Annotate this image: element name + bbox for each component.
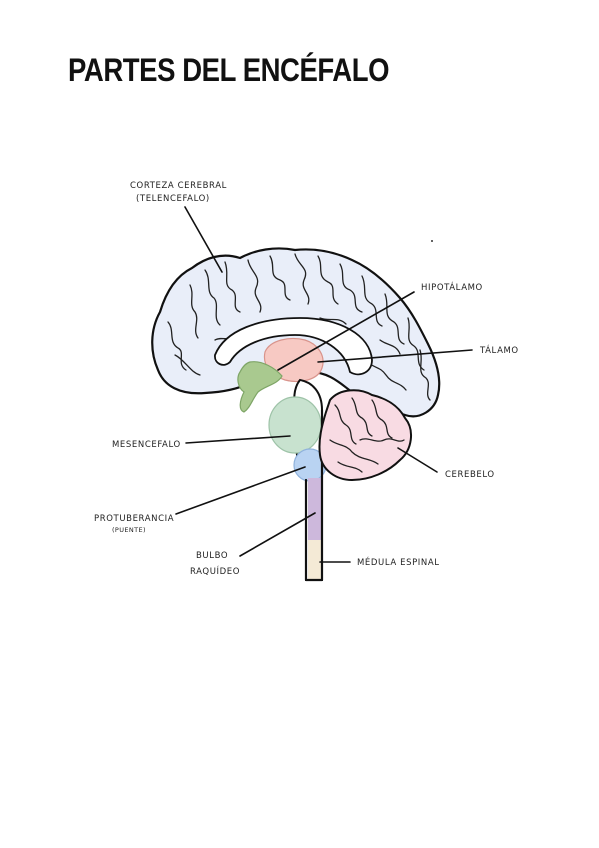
page-title: PARTES DEL ENCÉFALO: [68, 52, 390, 88]
label-talamo: TÁLAMO: [479, 344, 519, 356]
midbrain: [268, 396, 322, 454]
label-bulbo-line2: RAQUÍDEO: [190, 565, 240, 577]
label-protuberancia-line1: PROTUBERANCIA: [94, 514, 174, 524]
thalamus-olfactory: [237, 361, 283, 413]
protuberancia-leader: [175, 466, 306, 515]
mesencefalo-leader: [185, 435, 291, 444]
label-hipotalamo: HIPOTÁLAMO: [421, 281, 483, 293]
corteza-leader: [184, 206, 223, 273]
label-medula: MÉDULA ESPINAL: [357, 556, 440, 568]
stray-dot: [431, 240, 433, 242]
cerebelo-leader: [397, 447, 438, 473]
label-corteza-line1: CORTEZA CEREBRAL: [130, 181, 227, 191]
label-mesencefalo: MESENCEFALO: [112, 440, 181, 450]
corpus-callosum: [214, 317, 373, 376]
cerebellum: [318, 389, 412, 482]
hipotalamo-leader: [277, 291, 415, 371]
cerebellum-folds: [329, 397, 405, 473]
label-cerebelo: CEREBELO: [445, 470, 495, 480]
bulbo-leader: [239, 512, 316, 557]
label-protuberancia-line2: (PUENTE): [112, 526, 146, 534]
spinal-cord: [308, 540, 322, 580]
medulla-oblongata: [308, 478, 322, 540]
talamo-leader: [317, 349, 473, 363]
label-bulbo-line1: BULBO: [196, 551, 228, 561]
label-corteza-line2: (TELENCEFALO): [136, 194, 210, 204]
cortex-folds: [167, 253, 431, 401]
